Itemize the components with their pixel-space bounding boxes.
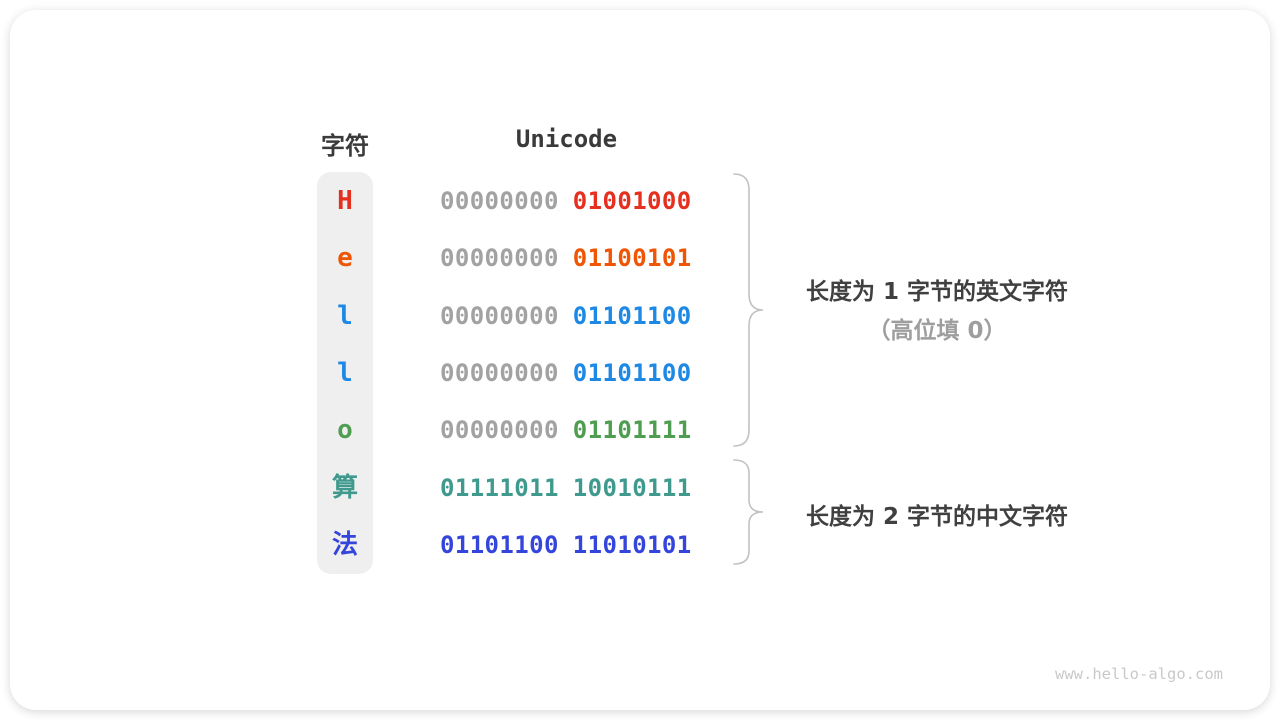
char-cell: 法 <box>331 530 358 561</box>
low-byte: 01100101 <box>572 244 692 273</box>
table-row: l 00000000 01101100 <box>10 344 770 401</box>
annotation-english-line1: 长度为 1 字节的英文字符 <box>805 279 1069 305</box>
char-cell: H <box>337 185 353 216</box>
char-cell: o <box>337 415 353 446</box>
high-byte: 00000000 <box>440 416 559 445</box>
high-byte: 00000000 <box>440 186 559 215</box>
char-column-header: 字符 <box>321 132 369 160</box>
watermark-url: www.hello-algo.com <box>1055 665 1223 683</box>
brace-2-byte-group-icon <box>733 459 764 565</box>
binary-cell: 00000000 01100101 <box>440 246 692 270</box>
binary-cell: 00000000 01001000 <box>440 189 692 213</box>
binary-cell: 00000000 01101100 <box>440 361 692 385</box>
char-cell: 算 <box>331 472 358 503</box>
table-row: H 00000000 01001000 <box>10 172 770 229</box>
high-byte: 00000000 <box>440 244 559 273</box>
low-byte: 11010101 <box>572 531 692 560</box>
char-cell: l <box>337 300 353 331</box>
high-byte: 01101100 <box>440 531 559 560</box>
table-row: e 00000000 01100101 <box>10 229 770 286</box>
char-cell: e <box>337 243 353 274</box>
high-byte: 00000000 <box>440 301 559 330</box>
binary-cell: 01101100 11010101 <box>440 533 692 557</box>
low-byte: 01001000 <box>572 186 692 215</box>
high-byte: 00000000 <box>440 358 559 387</box>
high-byte: 01111011 <box>440 473 559 502</box>
annotation-english-line2: （高位填 0） <box>867 317 1007 344</box>
table-row: 法 01101100 11010101 <box>10 517 770 574</box>
binary-cell: 01111011 10010111 <box>440 476 692 500</box>
table-row: o 00000000 01101111 <box>10 402 770 459</box>
binary-cell: 00000000 01101111 <box>440 418 692 442</box>
unicode-column-header: Unicode <box>515 125 618 153</box>
encoding-table: H 00000000 01001000 e 00000000 01100101 l 00000… <box>10 172 770 574</box>
low-byte: 10010111 <box>572 473 692 502</box>
table-row: l 00000000 01101100 <box>10 287 770 344</box>
char-column-background <box>317 172 373 574</box>
low-byte: 01101100 <box>572 358 692 387</box>
diagram-card: 字符 Unicode H 00000000 01001000 e 00000000 011… <box>10 10 1270 710</box>
binary-cell: 00000000 01101100 <box>440 304 692 328</box>
annotation-chinese-chars: 长度为 2 字节的中文字符 <box>805 504 1069 530</box>
brace-1-byte-group-icon <box>733 173 764 447</box>
char-cell: l <box>337 357 353 388</box>
table-row: 算 01111011 10010111 <box>10 459 770 516</box>
low-byte: 01101111 <box>572 416 692 445</box>
low-byte: 01101100 <box>572 301 692 330</box>
annotation-english-chars: 长度为 1 字节的英文字符 （高位填 0） <box>770 278 1104 347</box>
